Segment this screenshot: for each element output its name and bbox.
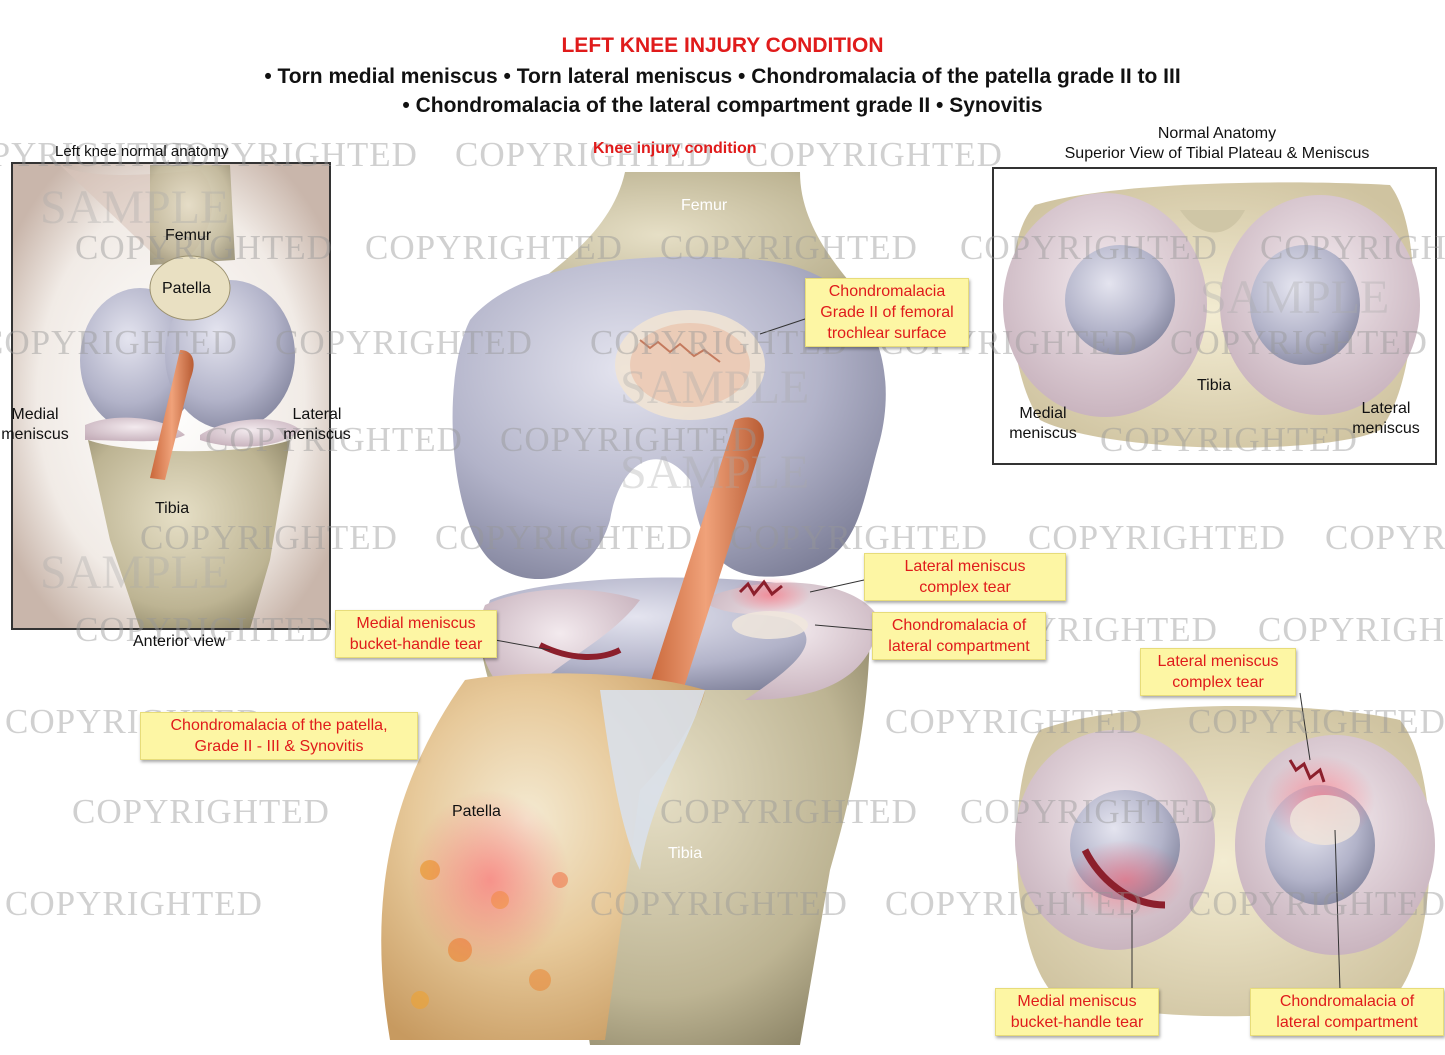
center-patella-label: Patella [452,803,501,820]
condition-list-line-1: • Torn medial meniscus • Torn lateral me… [264,65,1181,88]
center-panel-caption: Knee injury condition [593,140,757,157]
callout-lateral-compartment: Chondromalacia of lateral compartment [872,612,1046,660]
center-femur-label: Femur [681,197,728,214]
callout-medial-meniscus-tear: Medial meniscus bucket-handle tear [335,610,497,658]
right-bottom-plateau-art [1015,706,1435,1017]
condition-list-line-2: • Chondromalacia of the lateral compartm… [402,94,1043,117]
right-top-panel-title: Normal Anatomy Superior View of Tibial P… [1064,125,1370,162]
callout-lateral-meniscus-tear: Lateral meniscus complex tear [864,553,1066,601]
center-tibia-label: Tibia [668,845,703,862]
left-panel-frame [11,162,331,630]
center-injury-art [381,172,890,1045]
anterior-view-label: Anterior view [133,633,226,650]
callout-bottom-lateral-compartment: Chondromalacia of lateral compartment [1250,988,1444,1036]
callout-patella-chondromalacia: Chondromalacia of the patella, Grade II … [140,712,418,760]
page-title: LEFT KNEE INJURY CONDITION [561,34,884,57]
callout-femoral-trochlear: Chondromalacia Grade II of femoral troch… [805,278,969,347]
left-tibia-label: Tibia [155,500,190,517]
right-top-plateau-art [1003,182,1420,448]
left-femur-label: Femur [165,227,212,244]
callout-bottom-lateral-meniscus-tear: Lateral meniscus complex tear [1140,648,1296,696]
left-panel-caption: Left knee normal anatomy [55,143,229,160]
callout-bottom-medial-meniscus-tear: Medial meniscus bucket-handle tear [995,988,1159,1036]
right-top-tibia-label: Tibia [1197,377,1232,394]
left-patella-label: Patella [162,280,211,297]
left-anatomy-art [12,163,330,629]
